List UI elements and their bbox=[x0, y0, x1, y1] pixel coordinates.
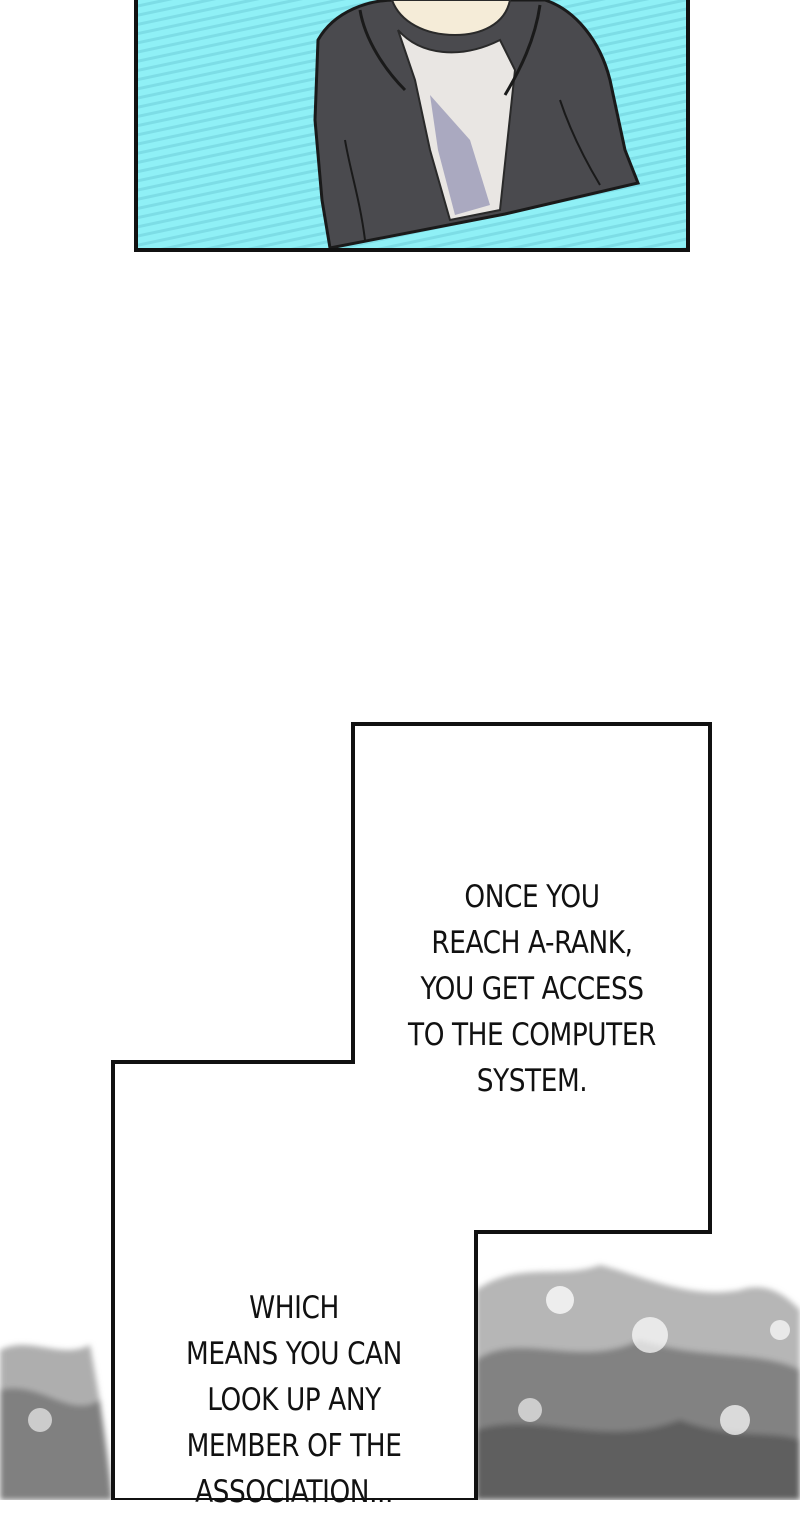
caption-line: ONCE YOU bbox=[464, 879, 600, 915]
speech-box-outline bbox=[111, 722, 712, 1500]
caption-line: TO THE COMPUTER bbox=[408, 1017, 656, 1053]
caption-line: SYSTEM. bbox=[476, 1063, 588, 1099]
smoke-debris-effect bbox=[0, 1265, 800, 1500]
caption-line: WHICH bbox=[249, 1290, 339, 1326]
caption-line: YOU GET ACCESS bbox=[420, 971, 644, 1007]
smoke-highlights bbox=[28, 1286, 790, 1435]
caption-line: REACH A-RANK, bbox=[431, 925, 633, 961]
caption-line: MEMBER OF THE bbox=[186, 1428, 402, 1464]
caption-line: LOOK UP ANY bbox=[207, 1382, 381, 1418]
character-in-dark-hoodie bbox=[313, 0, 641, 249]
panel-border bbox=[134, 0, 690, 252]
speech-box-2-text: WHICH MEANS YOU CAN LOOK UP ANY MEMBER O… bbox=[158, 1285, 430, 1515]
caption-line: MEANS YOU CAN bbox=[186, 1336, 402, 1372]
speech-box-1-text: ONCE YOU REACH A-RANK, YOU GET ACCESS TO… bbox=[396, 874, 668, 1104]
caption-line: ASSOCIATION... bbox=[195, 1474, 393, 1510]
